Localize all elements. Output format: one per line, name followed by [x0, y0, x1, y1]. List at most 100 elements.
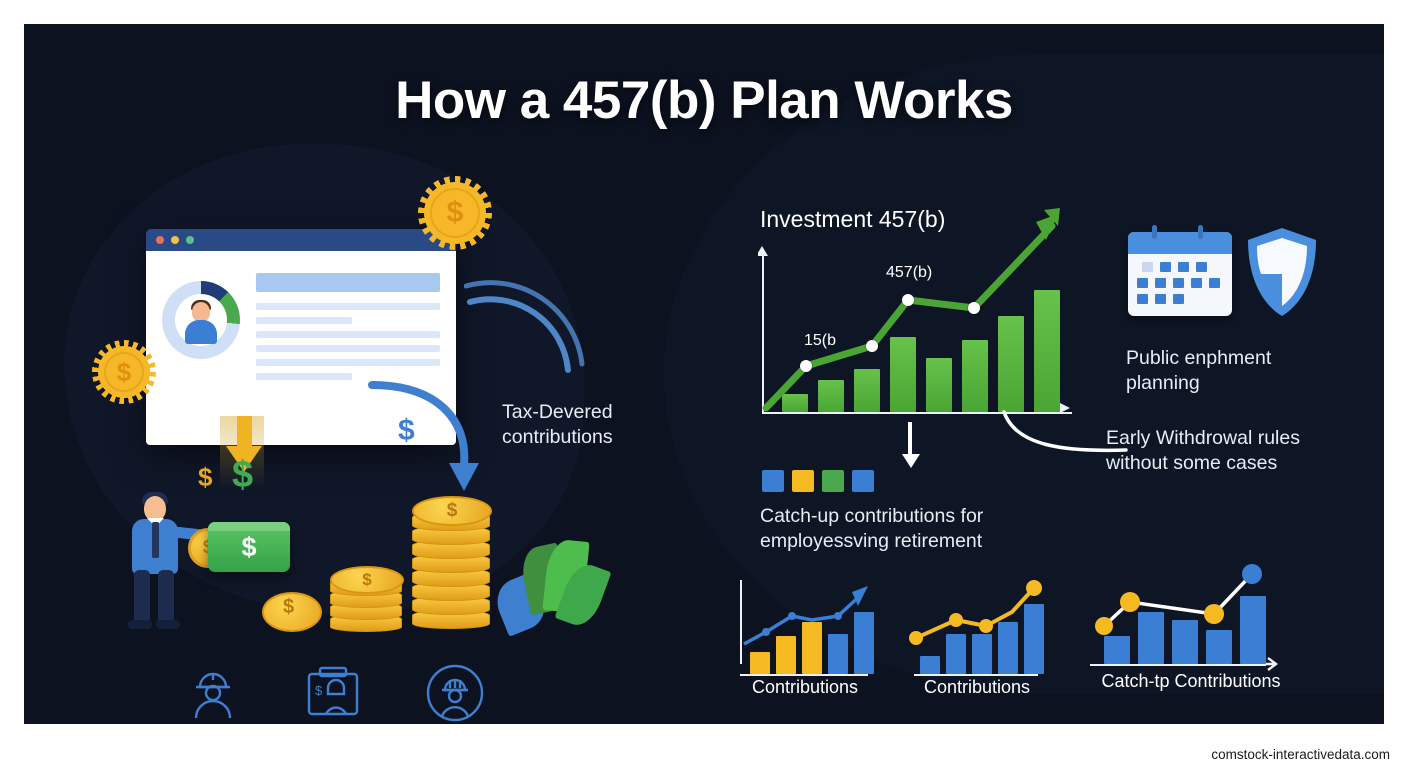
coin-stack-tall: $	[412, 496, 492, 632]
gear-coin-left-symbol: $	[116, 356, 132, 387]
mini-trend-line	[909, 580, 1042, 645]
gear-coin-top-icon: $	[418, 176, 492, 250]
bar	[1024, 604, 1044, 674]
gear-coin-top-symbol: $	[446, 196, 464, 229]
bar	[782, 394, 808, 412]
bar	[776, 636, 796, 674]
shield-icon	[1248, 228, 1316, 316]
mini-chart-3: Catch-tp Contributions	[1086, 564, 1296, 691]
line-point	[800, 360, 812, 372]
yellow-down-arrow-icon	[226, 416, 262, 472]
placeholder-line	[256, 273, 440, 292]
dark-panel: How a 457(b) Plan Works $	[24, 24, 1384, 724]
public-planning-text: Public enphment planning	[1126, 346, 1376, 397]
legend-swatch	[822, 470, 844, 492]
svg-text:$: $	[315, 683, 323, 698]
avatar	[181, 299, 221, 344]
bar	[1172, 620, 1198, 664]
bar	[1206, 630, 1232, 664]
worker-helmet-icon[interactable]	[182, 662, 244, 724]
catchup-line2: employessving retirement	[760, 530, 983, 553]
mini-chart-1: Contributions	[736, 576, 886, 697]
bar	[1104, 636, 1130, 664]
dollar-large-green: $	[232, 454, 254, 496]
catchup-line1: Catch-up contributions for	[760, 505, 984, 527]
down-arrow-icon	[902, 422, 920, 468]
single-coin-symbol: $	[283, 596, 295, 618]
calendar-shield-group	[1128, 222, 1318, 320]
mini-chart-3-label: Catch-tp Contributions	[1101, 671, 1281, 691]
bar	[1240, 596, 1266, 664]
minimize-dot-icon[interactable]	[171, 236, 179, 244]
placeholder-line	[256, 359, 440, 366]
bar	[920, 656, 940, 674]
businessman-illustration	[120, 484, 205, 632]
bar	[972, 634, 992, 674]
early-withdrawal-line1: Early Withdrowal rules	[1106, 427, 1300, 449]
calendar-icon	[1128, 225, 1232, 316]
trend-line	[762, 208, 1060, 412]
axis-arrowheads	[758, 246, 1070, 414]
bar	[962, 340, 988, 412]
maximize-dot-icon[interactable]	[186, 236, 194, 244]
window-titlebar	[146, 229, 456, 251]
main-growth-chart: 15(b 457(b)	[758, 208, 1074, 414]
page-title: How a 457(b) Plan Works	[395, 71, 1013, 130]
close-dot-icon[interactable]	[156, 236, 164, 244]
single-coin-icon	[262, 592, 322, 632]
placeholder-line	[256, 331, 440, 338]
bar	[1034, 290, 1060, 412]
money-card-icon: $	[208, 522, 290, 572]
footer-url: comstock-interactivedata.com	[1211, 747, 1390, 762]
mini-chart-1-label: Contributions	[751, 677, 859, 697]
annotation-457b: 457(b)	[886, 264, 933, 281]
mini-chart-2-label: Contributions	[923, 677, 1031, 697]
investment-chart-heading: Investment 457(b)	[760, 206, 946, 232]
window-body	[146, 251, 456, 445]
chart-y-axis	[762, 252, 764, 414]
bar	[750, 652, 770, 674]
blue-arc-decoration	[464, 280, 585, 373]
catchup-contributions-text: Catch-up contributions for employessving…	[760, 504, 1060, 555]
chart-x-axis	[762, 412, 1072, 414]
mini-trend-line	[1095, 564, 1262, 635]
money-card-symbol: $	[241, 531, 257, 562]
placeholder-line	[256, 373, 352, 380]
placeholder-line	[256, 317, 352, 324]
dollar-small-orange: $	[198, 462, 213, 492]
bar	[946, 634, 966, 674]
bar	[854, 612, 874, 674]
line-point	[866, 340, 878, 352]
tax-deferred-caption-text: Tax-Devered contributions	[502, 401, 613, 449]
profile-donut-chart	[162, 281, 240, 359]
coin-stack-medium: $	[330, 566, 404, 632]
mini-axis-arrow	[1258, 657, 1278, 671]
placeholder-line	[256, 345, 440, 352]
bar	[998, 622, 1018, 674]
early-withdrawal-line2: without some cases	[1106, 452, 1278, 475]
mini-chart-2: Contributions	[909, 576, 1060, 697]
dollar-blue-symbol: $	[398, 414, 415, 447]
annotation-15b: 15(b	[804, 332, 837, 349]
coin-hand-symbol: $	[203, 537, 214, 559]
bar	[926, 358, 952, 412]
early-withdrawal-text: Early Withdrowal rules without some case…	[1106, 426, 1384, 477]
bar	[818, 380, 844, 412]
text-placeholder-block	[256, 269, 440, 427]
worker-avatar-circle-icon[interactable]	[424, 662, 486, 724]
line-point	[968, 302, 980, 314]
coin-stack-tall-symbol: $	[446, 500, 458, 521]
bar	[890, 337, 916, 412]
bar	[998, 316, 1024, 412]
mini-trend-line	[743, 586, 868, 646]
bar	[854, 369, 880, 412]
bar	[1138, 612, 1164, 664]
employee-id-card-icon[interactable]: $	[302, 662, 364, 724]
blue-curved-arrow-icon	[368, 381, 479, 491]
tax-deferred-caption: Tax-Devered contributions	[502, 400, 722, 451]
public-planning-line1: Public enphment	[1126, 347, 1272, 369]
legend-swatch	[762, 470, 784, 492]
placeholder-line	[256, 303, 440, 310]
curved-connector-line	[1002, 410, 1128, 453]
